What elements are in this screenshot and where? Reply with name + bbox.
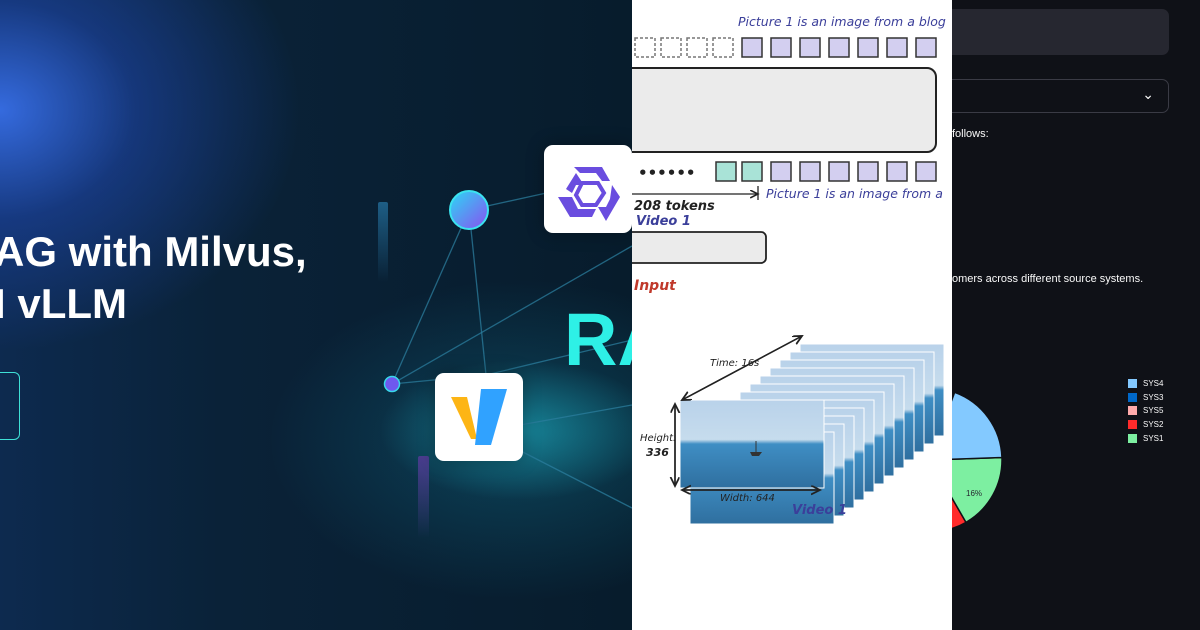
vision-input-diagram: Picture 1 is an image from a blog ••••••… (632, 0, 952, 630)
legend-item: SYS4 (1128, 377, 1163, 391)
time-label: Time: 16s (710, 358, 759, 369)
network-node (383, 375, 401, 393)
legend-label: SYS2 (1143, 420, 1164, 430)
legend-item: SYS5 (1128, 404, 1163, 418)
legend-item: SYS3 (1128, 391, 1163, 405)
tokens-label: 208 tokens (634, 199, 715, 214)
vllm-logo-icon (435, 373, 523, 461)
qwen-logo-icon (544, 145, 632, 233)
chevron-down-icon: ⌄ (1142, 87, 1154, 103)
legend-label: SYS4 (1143, 379, 1164, 389)
video-label-top: Video 1 (636, 214, 691, 229)
network-node (449, 190, 489, 230)
hero-title-line-1: AG with Milvus, (0, 228, 307, 275)
hero-title: AG with Milvus, I vLLM (0, 226, 307, 330)
app-panel: ⌄ follows: omers across different source… (952, 0, 1200, 630)
legend-swatch (1128, 379, 1137, 389)
legend-swatch (1128, 433, 1137, 443)
decor-bar (378, 202, 388, 282)
select-box[interactable]: ⌄ (952, 79, 1169, 113)
legend-item: SYS2 (1128, 418, 1163, 432)
pie-slice-sys1 (952, 456, 1003, 524)
video-label-bottom: Video 1 (792, 503, 847, 518)
ellipsis-dots: •••••• (638, 164, 696, 182)
legend-swatch (1128, 392, 1137, 402)
legend-label: SYS1 (1143, 433, 1164, 443)
pie-chart: 16% (952, 391, 1003, 530)
model-block (632, 67, 937, 153)
caption-arrow: Picture 1 is an image from a (766, 186, 943, 201)
text-input-box[interactable] (952, 9, 1169, 55)
diagram-svg: Picture 1 is an image from a blog ••••••… (632, 14, 946, 525)
width-label: Width: 644 (720, 493, 775, 504)
token-row-top (634, 37, 937, 58)
legend-item: SYS1 (1128, 431, 1163, 445)
banner-panel: AG with Milvus, I vLLM RA (0, 0, 632, 630)
token-row-bottom (715, 161, 937, 182)
caption-top: Picture 1 is an image from a blog (738, 14, 946, 29)
cta-button[interactable] (0, 372, 20, 440)
legend-swatch (1128, 406, 1137, 416)
pie-slice-sys4 (952, 391, 1003, 460)
response-text-follows: follows: (952, 128, 989, 140)
hero-title-line-2: I vLLM (0, 280, 127, 327)
legend-label: SYS5 (1143, 406, 1164, 416)
encoder-block (632, 231, 767, 264)
response-text-systems: omers across different source systems. (952, 273, 1144, 285)
height-label: Height: (640, 433, 676, 444)
legend-label: SYS3 (1143, 392, 1164, 402)
height-value: 336 (646, 446, 669, 459)
video-frames (679, 343, 945, 525)
input-label: Input (634, 278, 677, 294)
chart-legend: SYS4 SYS3 SYS5 SYS2 SYS1 (1128, 377, 1163, 445)
rag-headline: RA (564, 298, 632, 381)
legend-swatch (1128, 420, 1137, 430)
pie-data-label: 16% (966, 489, 982, 498)
decor-bar (418, 456, 429, 538)
